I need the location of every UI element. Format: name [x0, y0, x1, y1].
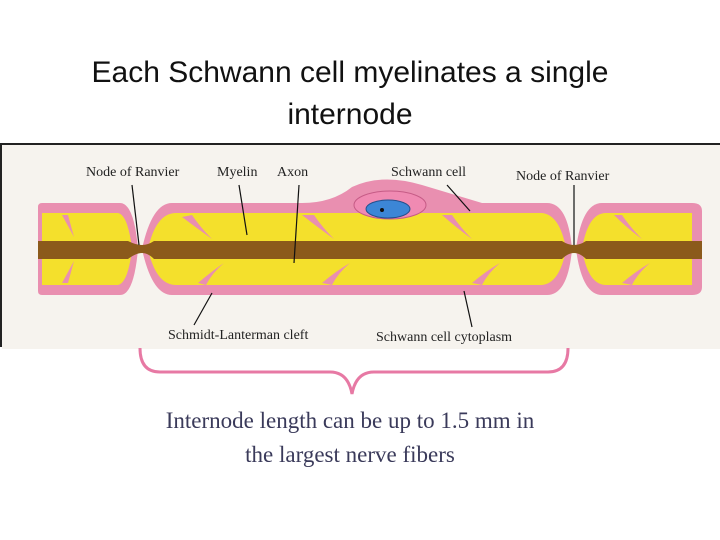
clefts	[62, 215, 650, 285]
label-schmidt-lanterman-cleft: Schmidt-Lanterman cleft	[168, 328, 309, 343]
internode-caption: Internode length can be up to 1.5 mm in …	[165, 408, 535, 467]
nerve-fiber-illustration	[2, 145, 720, 349]
axon-core	[38, 241, 702, 259]
label-node-of-ranvier-right: Node of Ranvier	[516, 169, 610, 184]
schwann-nucleus	[365, 199, 411, 219]
label-schwann-cell: Schwann cell	[391, 165, 467, 180]
slide-title: Each Schwann cell myelinates a single in…	[91, 56, 609, 131]
nerve-fiber-diagram: Node of Ranvier Myelin Axon Schwann cell…	[0, 143, 720, 349]
label-node-of-ranvier-left: Node of Ranvier	[86, 165, 180, 180]
label-axon: Axon	[277, 165, 309, 180]
label-schwann-cell-cytoplasm: Schwann cell cytoplasm	[376, 330, 513, 345]
label-myelin: Myelin	[217, 165, 258, 180]
